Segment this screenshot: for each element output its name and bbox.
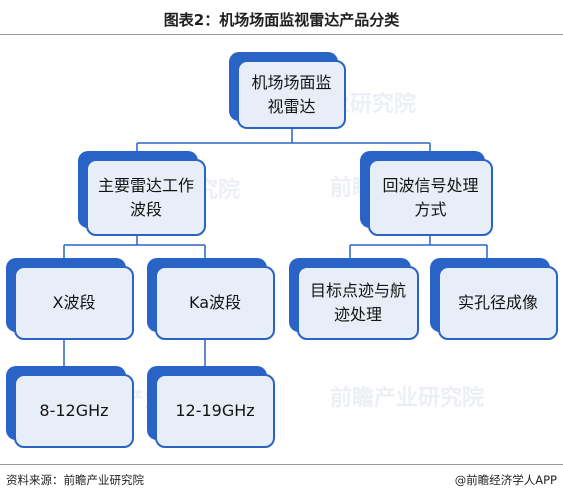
node-x-frequency-label: 8-12GHz [14, 374, 134, 448]
node-x-band: X波段 [6, 258, 134, 340]
top-divider [0, 34, 563, 35]
node-signal-processing-label: 回波信号处理方式 [368, 159, 493, 236]
brand-label: @前瞻经济学人APP [454, 473, 557, 487]
source-note: 资料来源：前瞻产业研究院 [6, 473, 144, 487]
node-ka-band: Ka波段 [147, 258, 275, 340]
node-root: 机场场面监视雷达 [229, 52, 346, 129]
node-real-aperture-label: 实孔径成像 [438, 266, 558, 340]
node-ka-band-label: Ka波段 [155, 266, 275, 340]
node-ka-frequency: 12-19GHz [147, 366, 275, 448]
node-x-frequency: 8-12GHz [6, 366, 134, 448]
bottom-divider [0, 464, 563, 465]
connector-right [349, 236, 488, 259]
node-target-track-label: 目标点迹与航迹处理 [297, 266, 419, 340]
connector-left [63, 236, 206, 259]
node-x-band-label: X波段 [14, 266, 134, 340]
figure-title: 图表2：机场场面监视雷达产品分类 [163, 11, 400, 29]
node-ka-frequency-label: 12-19GHz [155, 374, 275, 448]
node-target-track: 目标点迹与航迹处理 [289, 258, 419, 340]
connector-root [136, 128, 431, 152]
node-signal-processing: 回波信号处理方式 [360, 151, 493, 236]
node-root-label: 机场场面监视雷达 [237, 60, 346, 129]
node-real-aperture: 实孔径成像 [430, 258, 558, 340]
node-working-band: 主要雷达工作波段 [78, 151, 206, 236]
node-working-band-label: 主要雷达工作波段 [86, 159, 206, 236]
